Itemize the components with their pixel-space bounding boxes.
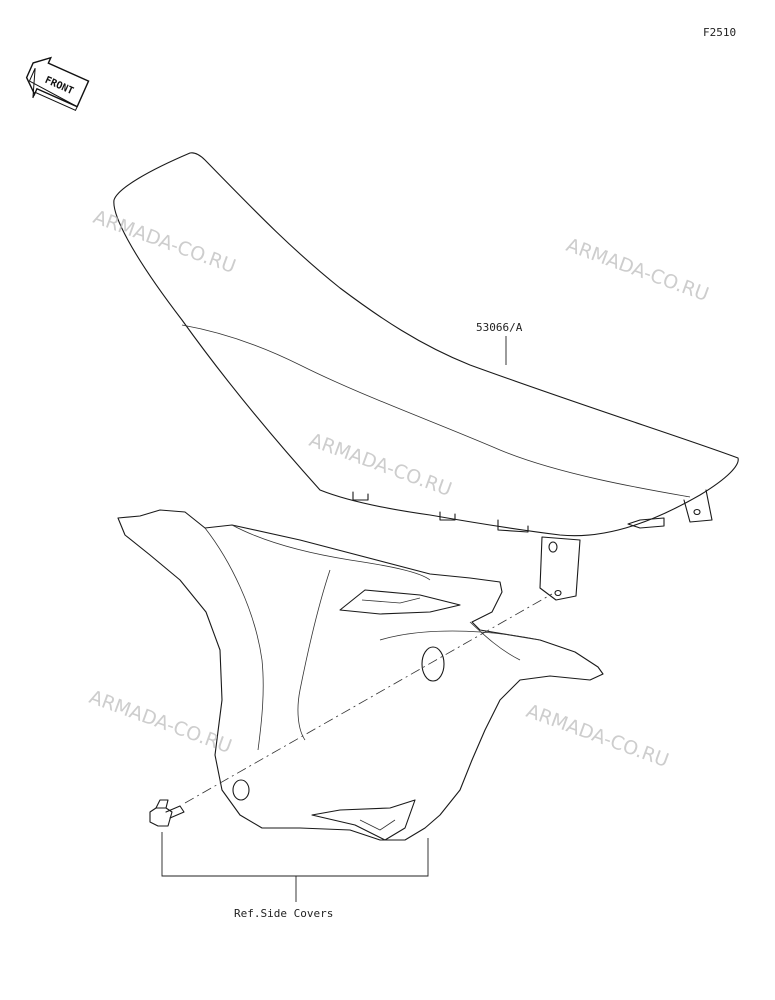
seat [113,152,739,601]
side-cover [117,509,604,841]
figure-code: F2510 [703,26,736,39]
ref-bracket [161,832,429,902]
watermark: ARMADA-CO.RU [523,700,671,772]
watermark: ARMADA-CO.RU [306,429,454,501]
part-label: 53066/A [476,321,523,334]
watermark: ARMADA-CO.RU [86,686,234,758]
assembly-leader-line [184,593,553,804]
watermark: ARMADA-CO.RU [90,206,238,278]
front-arrow-icon: FRONT [25,56,90,111]
bolt-icon [149,799,185,827]
watermark-group: ARMADA-CO.RU ARMADA-CO.RU ARMADA-CO.RU A… [86,206,711,772]
watermark: ARMADA-CO.RU [563,234,711,306]
ref-label: Ref.Side Covers [234,907,333,920]
